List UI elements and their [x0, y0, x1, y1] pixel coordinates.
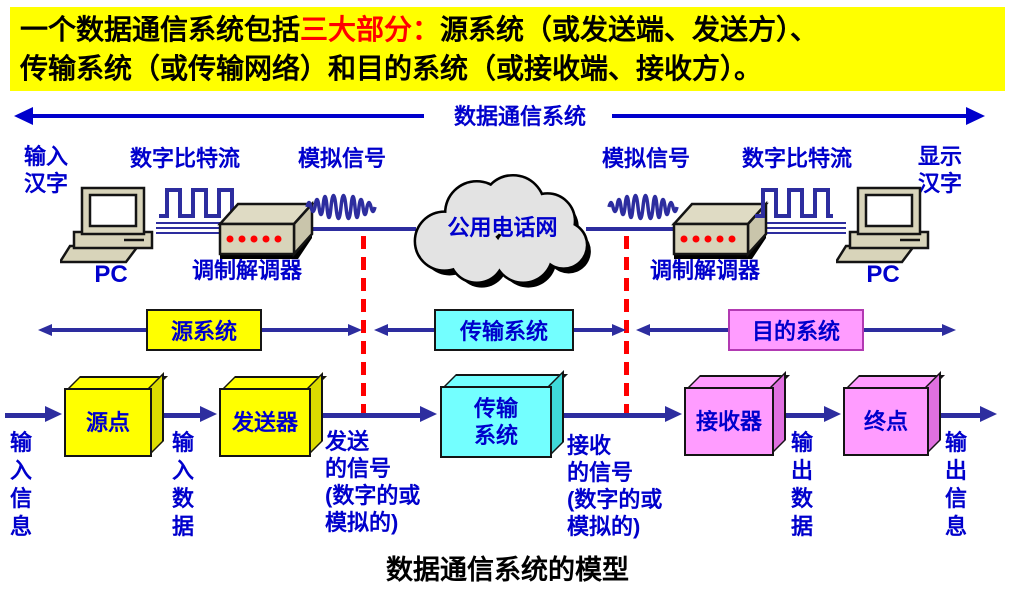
flow-line-5 [773, 413, 824, 418]
top-arrow-right-head-icon [966, 107, 985, 125]
flow-output-head-icon [980, 406, 997, 422]
modem-label-left: 调制解调器 [192, 258, 303, 283]
flow-input-head-icon [45, 406, 62, 422]
output-data-label: 输出数据 [791, 430, 814, 539]
bitstream-label-right: 数字比特流 [742, 146, 853, 171]
flow-head-5-icon [824, 406, 841, 422]
square-wave-icon-right [754, 186, 834, 218]
destination-system-label: 目的系统 [751, 319, 840, 344]
analog-label-left: 模拟信号 [298, 146, 387, 171]
cloud-label: 公用电话网 [447, 215, 558, 240]
top-arrow-line-right [612, 114, 966, 118]
flow-line-2 [152, 413, 200, 418]
source-system-label: 源系统 [170, 319, 237, 344]
transmission-band-left-head-icon [374, 324, 388, 336]
source-point-label: 源点 [85, 410, 130, 435]
transmission-system-box: 传输系统 [434, 309, 574, 351]
modem-pc-bus-right [754, 222, 846, 235]
top-arrow-left-head-icon [14, 107, 33, 125]
top-arrow-label: 数据通信系统 [453, 104, 586, 129]
pc-icon-right [836, 186, 938, 264]
flow-line-3 [310, 413, 420, 418]
sent-signal-label: 发送 的信号 (数字的或 模拟的) [325, 429, 421, 535]
receiver-label: 接收器 [695, 409, 762, 434]
destination-band-right-head-icon [942, 324, 956, 336]
bitstream-label-left: 数字比特流 [130, 146, 241, 171]
boundary-dashed-line-left [361, 236, 366, 422]
banner-text-before: 一个数据通信系统包括 [20, 14, 301, 45]
input-data-label: 输入数据 [172, 430, 195, 539]
flow-line-4 [552, 413, 665, 418]
transmitter-label: 发送器 [231, 410, 298, 435]
modem-label-right: 调制解调器 [650, 258, 761, 283]
destination-band-left-head-icon [636, 324, 650, 336]
sine-wave-icon-left [300, 184, 382, 230]
source-system-box: 源系统 [146, 309, 262, 351]
received-signal-label: 接收 的信号 (数字的或 模拟的) [567, 433, 663, 539]
source-band-left-head-icon [38, 324, 52, 336]
banner-text-after: 源系统（或发送端、发送方）、 传输系统（或传输网络）和目的系统（或接收端、接收方… [20, 14, 819, 84]
transmission-band-right-head-icon [612, 324, 626, 336]
input-info-label: 输入信息 [10, 430, 33, 539]
cloud-modem-line-right [586, 227, 674, 231]
endpoint-label: 终点 [863, 409, 908, 434]
flow-head-2-icon [200, 406, 217, 422]
modem-cloud-line-left [310, 227, 416, 231]
pc-label-left: PC [94, 261, 128, 288]
transmission-flow-label: 传输 系统 [473, 396, 518, 448]
flow-head-3-icon [420, 406, 437, 422]
pc-modem-bus-left [156, 222, 224, 235]
top-arrow-line-left [31, 114, 424, 118]
destination-system-box: 目的系统 [728, 309, 864, 351]
output-info-label: 输出信息 [945, 430, 968, 539]
banner: 一个数据通信系统包括三大部分：源系统（或发送端、发送方）、 传输系统（或传输网络… [10, 7, 1005, 91]
flow-output-line [928, 413, 980, 418]
boundary-dashed-line-right [624, 236, 629, 422]
pc-icon-left [60, 186, 162, 264]
pc-label-right: PC [866, 261, 900, 288]
flow-head-4-icon [665, 406, 682, 422]
flow-input-line [5, 413, 45, 418]
input-hanzi-label: 输入 汉字 [24, 144, 69, 196]
diagram-caption: 数据通信系统的模型 [386, 555, 629, 585]
source-band-right-head-icon [348, 324, 362, 336]
banner-text-highlight: 三大部分： [300, 14, 441, 45]
transmission-system-label: 传输系统 [459, 319, 548, 344]
analog-label-right: 模拟信号 [602, 146, 691, 171]
display-hanzi-label: 显示 汉字 [918, 144, 963, 196]
